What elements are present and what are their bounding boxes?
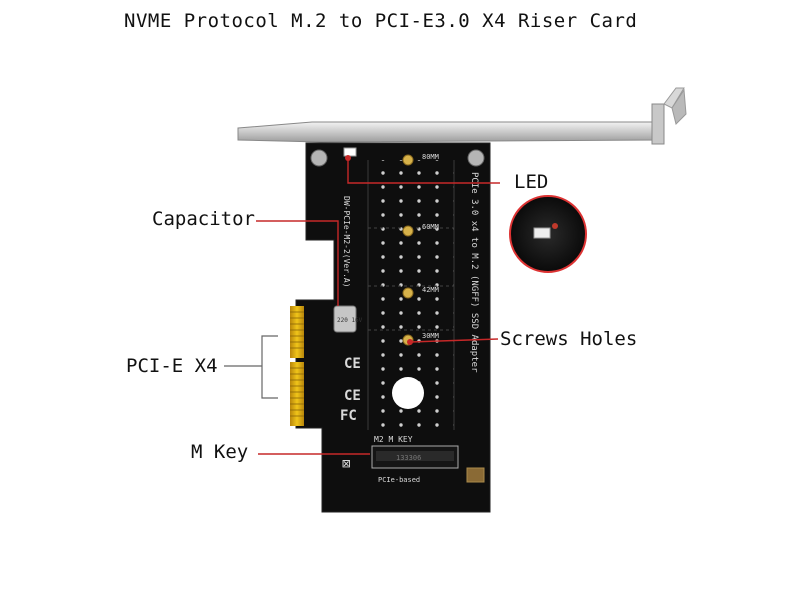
led-zoom-inset	[509, 195, 587, 273]
pcb-board: CE CE FC ⊠	[295, 142, 491, 513]
label-80mm: 80MM	[422, 153, 439, 161]
label-60mm: 60MM	[422, 223, 439, 231]
callout-led: LED	[514, 171, 549, 193]
callout-lines	[256, 158, 500, 455]
adapter-description: PCIe 3.0 x4 to M.2 (NGFF) SSD Adapter	[469, 172, 479, 373]
pcie-brace	[224, 335, 278, 399]
callout-pcie: PCI-E X4	[126, 355, 218, 377]
callout-screws: Screws Holes	[500, 328, 638, 350]
chip-text: 133306	[396, 454, 421, 462]
capacitor-text: 220 16V	[337, 317, 363, 324]
svg-text:CE: CE	[344, 388, 361, 404]
label-42mm: 42MM	[422, 286, 439, 294]
slot-sublabel: PCIe-based	[378, 476, 420, 484]
svg-text:FC: FC	[340, 408, 357, 424]
metal-bracket	[237, 87, 687, 145]
model-label: DW-PCIe-M2-2(Ver.A)	[342, 196, 351, 288]
pcie-gold-fingers	[290, 306, 304, 426]
callout-mkey: M Key	[191, 441, 249, 463]
slot-label: M2 M KEY	[374, 435, 413, 444]
label-30mm: 30MM	[422, 332, 439, 340]
product-title: NVME Protocol M.2 to PCI-E3.0 X4 Riser C…	[124, 10, 638, 32]
svg-text:⊠: ⊠	[342, 456, 351, 472]
svg-text:CE: CE	[344, 356, 361, 372]
callout-capacitor: Capacitor	[152, 208, 255, 230]
